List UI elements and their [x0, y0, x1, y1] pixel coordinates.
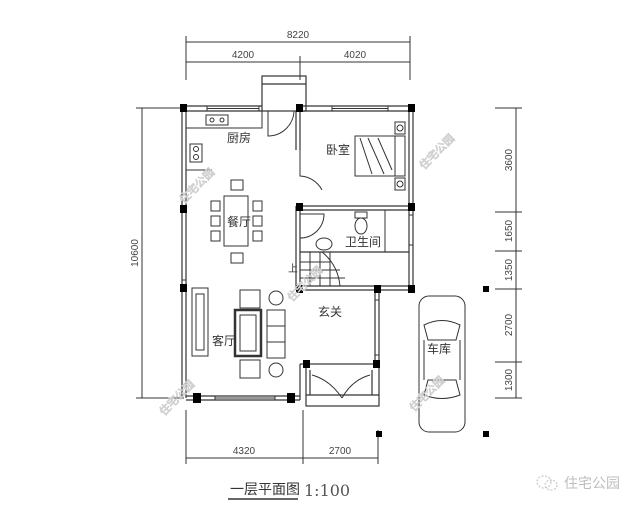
stairs [300, 251, 345, 287]
right-dimensions [495, 107, 522, 399]
room-bathroom: 卫生间 [345, 235, 381, 249]
bathroom-fixtures [315, 210, 386, 252]
dim-right-2: 1650 [504, 219, 515, 242]
living-furniture [191, 287, 286, 379]
dim-bottom-2: 2700 [329, 446, 352, 457]
dim-top-1: 4200 [232, 50, 255, 61]
drawing-scale: 1:100 [304, 481, 350, 500]
car [418, 295, 466, 433]
watermark: 住宅公园 [406, 373, 447, 414]
room-garage: 车库 [427, 341, 451, 356]
left-dimension [136, 107, 184, 399]
dim-top-2: 4020 [344, 50, 367, 61]
dining-table [210, 179, 263, 264]
room-kitchen: 厨房 [227, 130, 251, 145]
brand-label: 住宅公园 [564, 476, 620, 492]
drawing-title: 一层平面图 [230, 482, 300, 498]
stair-up-label: 上 [288, 263, 298, 275]
top-dimensions [185, 36, 411, 80]
room-dining: 餐厅 [227, 214, 251, 229]
door-swings [267, 110, 371, 399]
bed [354, 121, 406, 191]
dim-right-3: 1350 [504, 258, 515, 281]
room-bedroom: 卧室 [326, 142, 350, 157]
room-living: 客厅 [212, 333, 236, 348]
columns [180, 104, 489, 437]
dim-right-1: 3600 [504, 148, 515, 171]
kitchen-counter [186, 111, 263, 171]
dim-top-total: 8220 [287, 30, 310, 41]
windows [181, 105, 414, 401]
dim-left-total: 10600 [130, 239, 141, 267]
room-foyer: 玄关 [318, 304, 342, 319]
brand-watermark: 住宅公园 [536, 473, 620, 493]
dim-bottom-1: 4320 [233, 446, 256, 457]
watermark: 住宅公园 [416, 131, 457, 172]
dim-right-4: 2700 [504, 313, 515, 336]
wechat-icon [536, 475, 558, 491]
dim-right-5: 1300 [504, 368, 515, 391]
